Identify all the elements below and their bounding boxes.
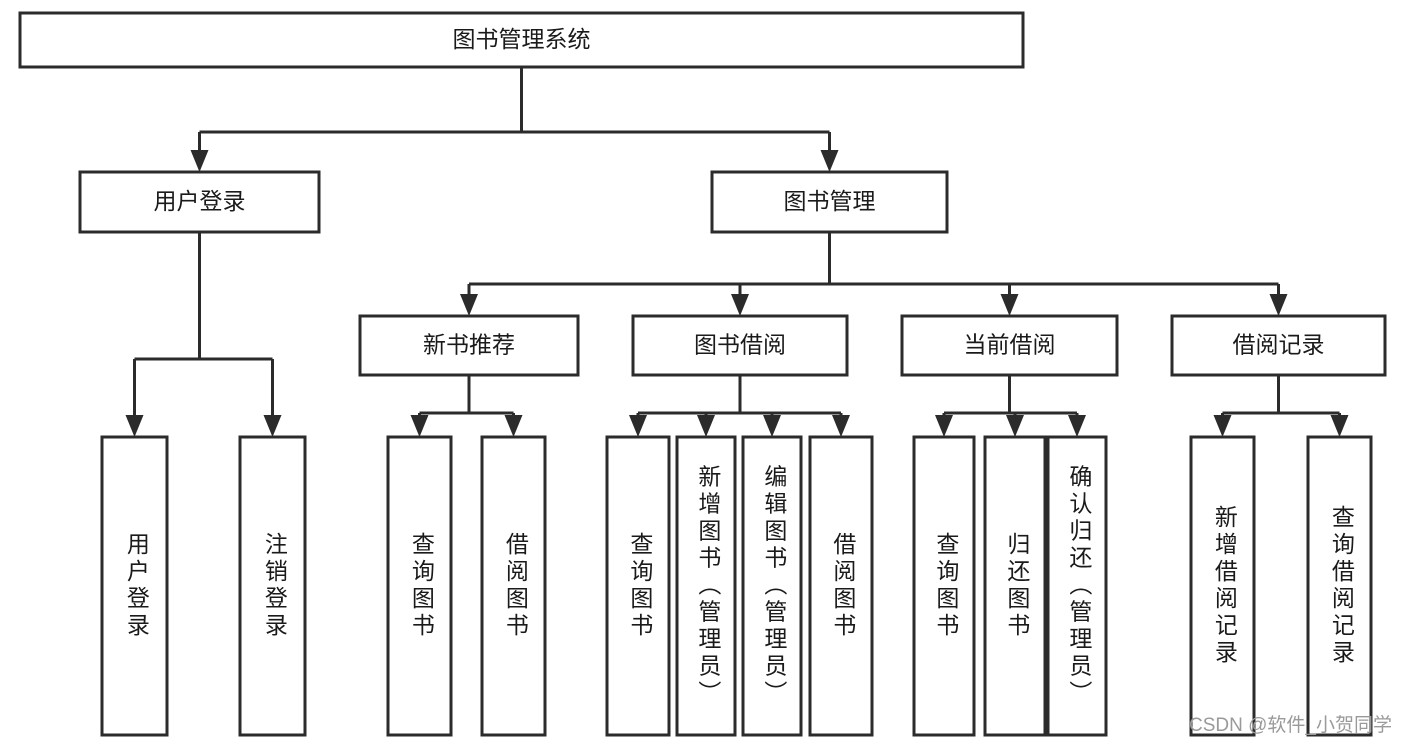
node-box-leaf-br-query [1306, 435, 1373, 737]
arrowhead-icon [125, 415, 144, 437]
node-leaf-bb-borrow[interactable]: 借阅图书 [808, 435, 874, 737]
node-box-user-login [78, 170, 321, 234]
connector-root-to-level1 [190, 67, 839, 172]
node-leaf-rec-query[interactable]: 查询图书 [386, 435, 453, 737]
node-label-leaf-cb-return: 归还图书 [1004, 532, 1031, 640]
node-box-leaf-logout [238, 435, 307, 737]
node-box-current-borrow [900, 314, 1119, 377]
connector-userlogin-to-leaves [125, 232, 282, 437]
connector-layer [125, 67, 1349, 437]
connector-bookmanage-to-level2 [460, 232, 1288, 316]
node-label-leaf-logout: 注销登录 [261, 532, 288, 640]
node-label-leaf-user-login: 用户登录 [123, 532, 150, 640]
arrowhead-icon [697, 415, 715, 437]
node-label-borrow-record: 借阅记录 [1233, 332, 1325, 358]
connector-borrowrecord-to-leaves [1213, 375, 1349, 437]
arrowhead-icon [763, 415, 781, 437]
node-label-book-borrow: 图书借阅 [694, 332, 786, 358]
arrowhead-icon [935, 415, 953, 437]
node-label-leaf-br-query: 查询借阅记录 [1328, 505, 1355, 667]
arrowhead-icon [1068, 415, 1086, 437]
node-leaf-br-query[interactable]: 查询借阅记录 [1306, 435, 1373, 737]
node-box-leaf-bb-edit [741, 435, 803, 737]
node-leaf-cb-confirm[interactable]: 确认归还（管理员） [1046, 435, 1108, 737]
node-label-root: 图书管理系统 [453, 26, 591, 52]
arrowhead-icon [820, 150, 839, 172]
arrowhead-icon [832, 415, 850, 437]
node-label-leaf-bb-edit: 编辑图书（管理员） [761, 465, 788, 708]
node-leaf-bb-add[interactable]: 新增图书（管理员） [675, 435, 737, 737]
node-user-login[interactable]: 用户登录 [78, 170, 321, 234]
csdn-watermark: CSDN @软件_小贺同学 [1189, 714, 1392, 736]
node-root[interactable]: 图书管理系统 [18, 11, 1025, 69]
node-label-leaf-bb-add: 新增图书（管理员） [695, 465, 722, 708]
node-leaf-rec-borrow[interactable]: 借阅图书 [480, 435, 547, 737]
node-leaf-bb-edit[interactable]: 编辑图书（管理员） [741, 435, 803, 737]
arrowhead-icon [190, 150, 209, 172]
node-box-leaf-cb-return [983, 435, 1047, 737]
node-leaf-bb-query[interactable]: 查询图书 [605, 435, 671, 737]
arrowhead-icon [731, 294, 749, 316]
node-label-leaf-rec-query: 查询图书 [408, 532, 435, 640]
arrowhead-icon [460, 294, 478, 316]
node-label-leaf-bb-query: 查询图书 [627, 532, 654, 640]
node-box-leaf-cb-query [912, 435, 976, 737]
connector-newbookrec-to-leaves [410, 375, 523, 437]
node-label-book-manage: 图书管理 [784, 188, 876, 214]
node-box-leaf-rec-query [386, 435, 453, 737]
arrowhead-icon [263, 415, 282, 437]
arrowhead-icon [1000, 294, 1019, 316]
node-box-leaf-br-add [1189, 435, 1256, 737]
node-label-leaf-cb-confirm: 确认归还（管理员） [1066, 465, 1093, 708]
arrowhead-icon [1213, 415, 1232, 437]
node-box-leaf-bb-query [605, 435, 671, 737]
node-label-leaf-cb-query: 查询图书 [933, 532, 960, 640]
arrowhead-icon [1269, 294, 1288, 316]
node-label-new-book-rec: 新书推荐 [423, 332, 515, 358]
node-label-current-borrow: 当前借阅 [964, 332, 1056, 358]
connector-bookborrow-to-leaves [629, 375, 850, 437]
node-leaf-user-login[interactable]: 用户登录 [100, 435, 169, 737]
node-label-leaf-bb-borrow: 借阅图书 [830, 532, 857, 640]
arrowhead-icon [504, 415, 523, 437]
node-box-new-book-rec [358, 314, 580, 377]
node-leaf-cb-return[interactable]: 归还图书 [983, 435, 1047, 737]
node-book-borrow[interactable]: 图书借阅 [631, 314, 849, 377]
arrowhead-icon [1006, 415, 1024, 437]
node-box-leaf-cb-confirm [1046, 435, 1108, 737]
node-label-leaf-rec-borrow: 借阅图书 [502, 532, 529, 640]
connector-currentborrow-to-leaves [935, 375, 1086, 437]
node-box-book-manage [710, 170, 949, 234]
node-current-borrow[interactable]: 当前借阅 [900, 314, 1119, 377]
node-box-leaf-bb-add [675, 435, 737, 737]
node-layer: 图书管理系统用户登录图书管理新书推荐图书借阅当前借阅借阅记录用户登录注销登录查询… [18, 11, 1387, 737]
arrowhead-icon [629, 415, 647, 437]
node-box-leaf-rec-borrow [480, 435, 547, 737]
node-box-book-borrow [631, 314, 849, 377]
node-box-root [18, 11, 1025, 69]
node-leaf-logout[interactable]: 注销登录 [238, 435, 307, 737]
arrowhead-icon [1330, 415, 1349, 437]
node-label-leaf-br-add: 新增借阅记录 [1211, 505, 1238, 667]
node-borrow-record[interactable]: 借阅记录 [1170, 314, 1387, 377]
node-book-manage[interactable]: 图书管理 [710, 170, 949, 234]
node-box-borrow-record [1170, 314, 1387, 377]
node-leaf-br-add[interactable]: 新增借阅记录 [1189, 435, 1256, 737]
arrowhead-icon [410, 415, 429, 437]
node-new-book-rec[interactable]: 新书推荐 [358, 314, 580, 377]
node-leaf-cb-query[interactable]: 查询图书 [912, 435, 976, 737]
node-label-user-login: 用户登录 [154, 188, 246, 214]
node-box-leaf-user-login [100, 435, 169, 737]
node-box-leaf-bb-borrow [808, 435, 874, 737]
